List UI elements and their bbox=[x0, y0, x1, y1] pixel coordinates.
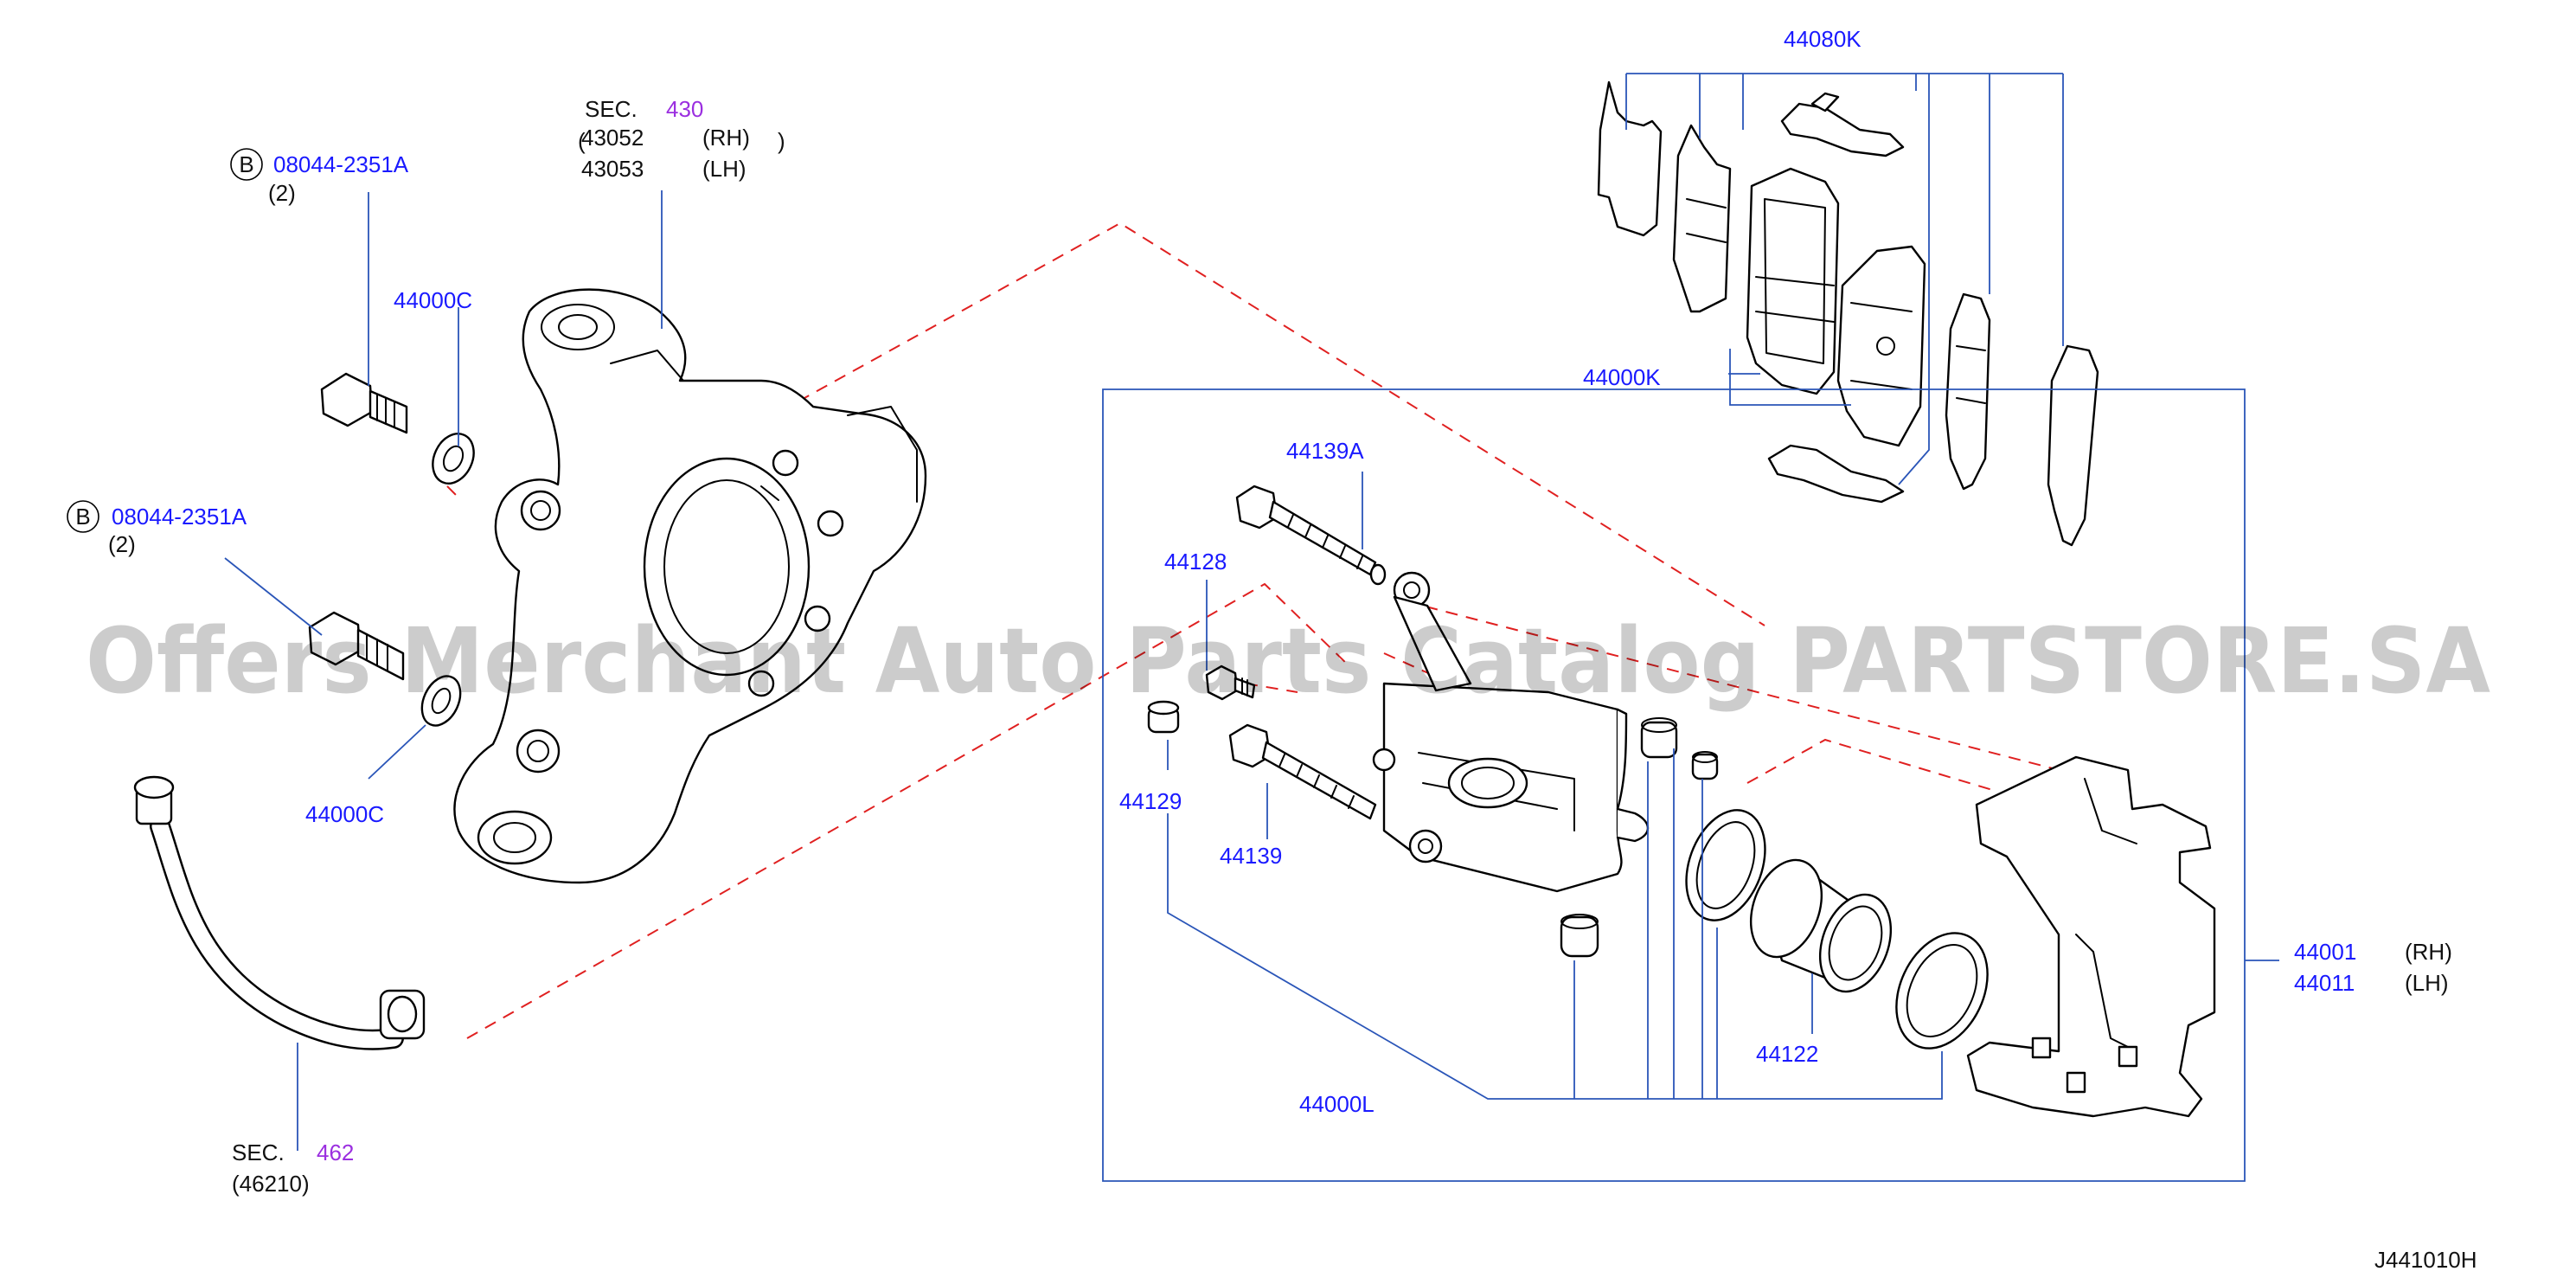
washer-bottom[interactable] bbox=[414, 670, 468, 731]
label-hose-part: (46210) bbox=[232, 1171, 310, 1197]
label-piston[interactable]: 44122 bbox=[1756, 1041, 1818, 1067]
piston-boot[interactable] bbox=[1879, 918, 2005, 1063]
label-caliper-rh-side: (RH) bbox=[2405, 939, 2452, 965]
mounting-bolt-bottom[interactable] bbox=[308, 611, 405, 681]
anti-rattle-clip-top[interactable] bbox=[1780, 92, 1905, 157]
leader-lines bbox=[224, 73, 2279, 1182]
guide-bolt[interactable] bbox=[1228, 723, 1377, 820]
brake-pad-inner[interactable] bbox=[1836, 245, 1926, 447]
label-caliper-rh[interactable]: 44001 bbox=[2294, 939, 2356, 965]
knuckle-paren-right: ) bbox=[778, 128, 785, 154]
label-knuckle-rh[interactable]: 43052 bbox=[581, 125, 644, 151]
label-guide-bolt-a[interactable]: 44139A bbox=[1286, 438, 1364, 464]
label-bolt-bottom-qty: (2) bbox=[108, 531, 136, 557]
label-knuckle-sec: SEC. bbox=[585, 96, 638, 122]
label-knuckle-lh-side: (LH) bbox=[702, 156, 747, 182]
b-marker-top-text: B bbox=[239, 151, 253, 177]
washer-top[interactable] bbox=[425, 427, 481, 491]
label-knuckle-lh[interactable]: 43053 bbox=[581, 156, 644, 182]
label-caliper-lh-side: (LH) bbox=[2405, 970, 2449, 996]
caliper-support-bracket[interactable] bbox=[1966, 755, 2216, 1118]
outer-pad-shim[interactable] bbox=[1672, 124, 1732, 313]
anti-rattle-clip-bottom[interactable] bbox=[1767, 444, 1905, 504]
diagram-code: J441010H bbox=[2374, 1247, 2477, 1273]
inner-pad-shim[interactable] bbox=[1945, 292, 1991, 491]
b-marker-top: B bbox=[230, 148, 263, 181]
guide-boot-upper[interactable] bbox=[1640, 717, 1678, 759]
outer-shim[interactable] bbox=[1597, 80, 1663, 237]
watermark: Offers Merchant Auto Parts Catalog PARTS… bbox=[86, 608, 2490, 714]
label-caliper-lh[interactable]: 44011 bbox=[2294, 970, 2355, 996]
label-bolt-bottom[interactable]: 08044-2351A bbox=[112, 504, 247, 530]
label-guide-bolt[interactable]: 44139 bbox=[1220, 843, 1282, 869]
label-bolt-top-qty: (2) bbox=[268, 180, 296, 206]
label-knuckle-sec-number[interactable]: 430 bbox=[666, 96, 703, 122]
label-shim-kit[interactable]: 44080K bbox=[1784, 26, 1862, 52]
guide-bolt-a[interactable] bbox=[1235, 485, 1387, 586]
label-hose-sec-number[interactable]: 462 bbox=[317, 1140, 354, 1165]
knuckle-paren-left: ( bbox=[578, 128, 586, 154]
label-bleeder-cap[interactable]: 44129 bbox=[1119, 788, 1182, 814]
label-bolt-top[interactable]: 08044-2351A bbox=[273, 151, 409, 177]
caliper-body[interactable] bbox=[1372, 571, 1650, 893]
b-marker-bottom-text: B bbox=[75, 504, 90, 530]
label-pad-kit[interactable]: 44000K bbox=[1583, 364, 1661, 390]
mounting-bolt-top[interactable] bbox=[320, 372, 408, 434]
label-seal-kit[interactable]: 44000L bbox=[1299, 1091, 1375, 1117]
steering-knuckle[interactable] bbox=[453, 288, 927, 884]
label-washer-bottom[interactable]: 44000C bbox=[305, 801, 384, 827]
bleeder-cap[interactable] bbox=[1147, 700, 1180, 734]
piston-seal[interactable] bbox=[1672, 799, 1779, 932]
label-knuckle-rh-side: (RH) bbox=[702, 125, 750, 151]
brake-pad-outer[interactable] bbox=[1746, 167, 1840, 395]
brake-hose[interactable] bbox=[133, 775, 426, 1050]
label-hose-sec: SEC. bbox=[232, 1140, 285, 1165]
piston[interactable] bbox=[1738, 851, 1903, 1002]
bleeder-screw[interactable] bbox=[1205, 664, 1256, 701]
b-marker-bottom: B bbox=[67, 500, 99, 533]
label-washer-top[interactable]: 44000C bbox=[394, 287, 472, 313]
label-bleeder[interactable]: 44128 bbox=[1164, 549, 1227, 575]
guide-boot-lower[interactable] bbox=[1560, 914, 1599, 958]
inner-shim[interactable] bbox=[2047, 344, 2099, 547]
guide-boot-small[interactable] bbox=[1691, 751, 1719, 780]
